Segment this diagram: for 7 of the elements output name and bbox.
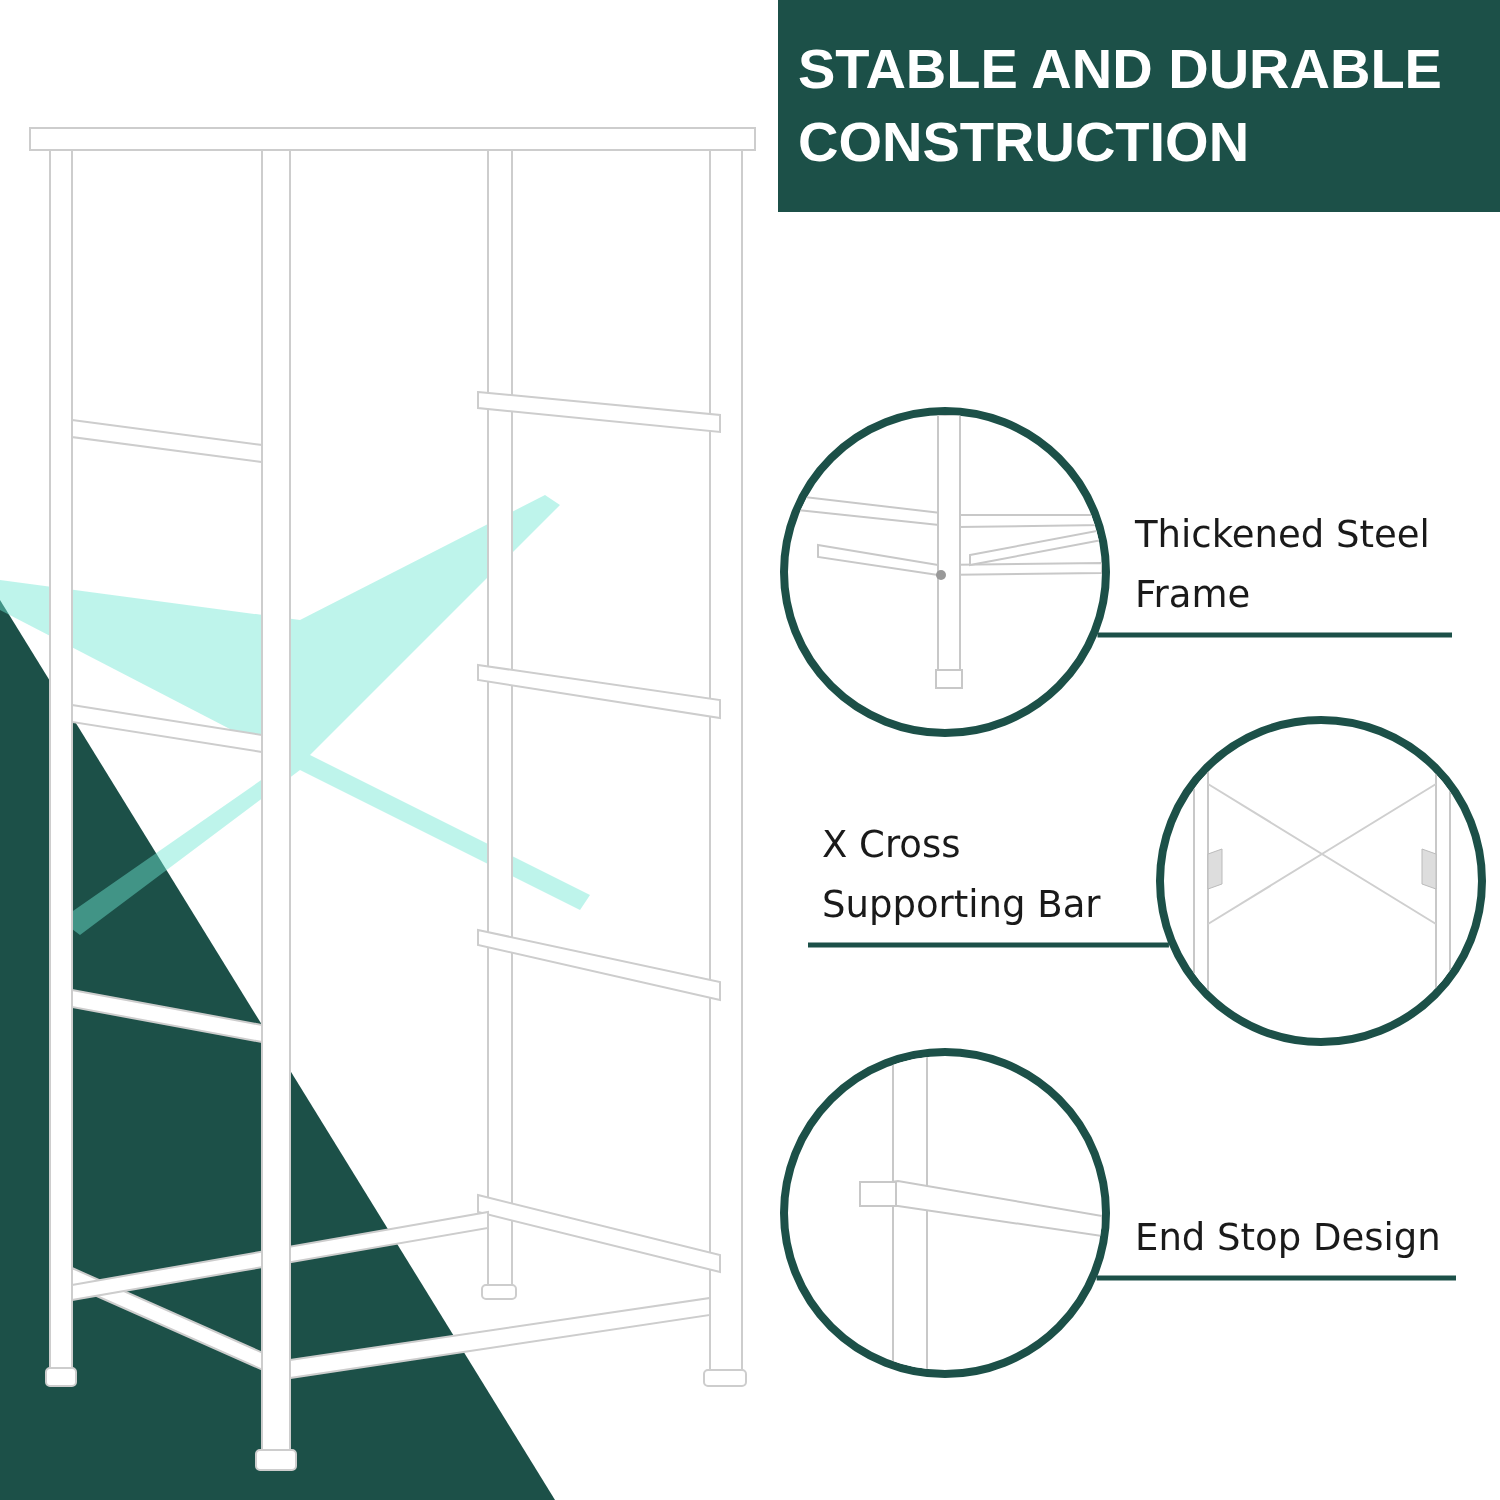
feature-label: End Stop Design: [1135, 1215, 1441, 1261]
leader-line: [1097, 632, 1452, 638]
leader-line: [1096, 1275, 1456, 1281]
title: STABLE AND DURABLE CONSTRUCTION: [798, 36, 1443, 175]
feature-label: Thickened Steel Frame: [1135, 512, 1431, 618]
leader-line: [808, 942, 1169, 948]
feature-label: X Cross Supporting Bar: [822, 822, 1102, 928]
